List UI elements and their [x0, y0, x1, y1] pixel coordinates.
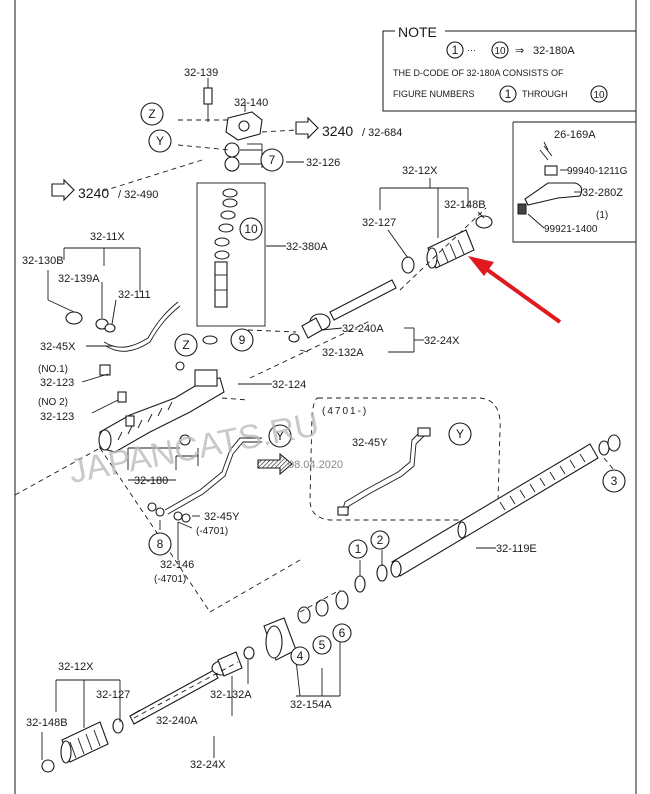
label-99921: 99921-1400 — [544, 224, 598, 235]
label-32-126: 32-126 — [306, 157, 340, 169]
label-32-45y-a: 32-45Y — [204, 511, 240, 523]
upper-tie-rod — [288, 215, 493, 343]
label-32-24x-bot: 32-24X — [190, 759, 226, 771]
label-32-180: 32-180 — [134, 475, 168, 487]
ref1-main: 3240 — [322, 123, 353, 139]
ref-arrow-left: 3240 / 32-490 — [51, 178, 158, 202]
note-line2-n1: 1 — [505, 87, 512, 101]
label-32-139: 32-139 — [184, 67, 218, 79]
leader-lines — [14, 78, 615, 760]
note-line2-pre: FIGURE NUMBERS — [393, 89, 475, 99]
callout-y2: Y — [276, 429, 284, 443]
label-4701-a: (-4701) — [196, 526, 228, 537]
cotter-pin-icon — [539, 145, 553, 161]
label-32-11x: 32-11X — [90, 231, 125, 243]
ref1-sub: / 32-684 — [362, 127, 402, 139]
note-line2-mid: THROUGH — [522, 89, 568, 99]
label-32-12x-bot: 32-12X — [58, 661, 94, 673]
label-32-148b-bot: 32-148B — [26, 717, 68, 729]
label-32-380a: 32-380A — [286, 241, 328, 253]
callout-10: 10 — [244, 222, 258, 236]
left-pipe-assembly — [65, 301, 181, 376]
label-32-148b-top: 32-148B — [444, 199, 486, 211]
label-32-123-a: 32-123 — [40, 377, 74, 389]
callout-6: 6 — [339, 626, 346, 640]
tie-rod-end-icon — [524, 182, 583, 206]
ref-arrow-top: 3240 / 32-684 — [295, 116, 402, 140]
label-32-124: 32-124 — [272, 379, 306, 391]
note-range-end: 10 — [494, 46, 506, 57]
label-32-132a-bot: 32-132A — [210, 689, 252, 701]
note-box: NOTE 1 ··· 10 ⇒ 32-180A THE D-CODE OF 32… — [382, 24, 637, 112]
lower-tie-rod — [41, 651, 243, 773]
watermark: JAPANCATS.RU — [66, 405, 322, 491]
date-stamp: 08.04.2020 — [288, 459, 343, 471]
callouts: Z Y 7 10 Z 9 Y 8 Y 3 1 2 4 5 6 — [140, 102, 626, 666]
label-26-169a: 26-169A — [554, 129, 596, 141]
label-32-127-top: 32-127 — [362, 217, 396, 229]
valve-assembly — [203, 87, 263, 172]
valve-kit-box — [196, 182, 266, 327]
label-32-146: 32-146 — [160, 559, 194, 571]
label-1-sup: (1) — [596, 210, 608, 221]
label-32-140: 32-140 — [234, 97, 268, 109]
callout-9: 9 — [239, 333, 246, 347]
callout-2: 2 — [377, 533, 384, 547]
date-arrow-icon — [257, 452, 293, 476]
gear-housing — [98, 361, 225, 466]
callout-1: 1 — [355, 542, 362, 556]
lower-seals — [243, 564, 388, 661]
label-no2: (NO 2) — [38, 397, 68, 408]
label-32-12x-top: 32-12X — [402, 165, 438, 177]
note-range-dots: ··· — [467, 45, 476, 55]
label-32-123-b: 32-123 — [40, 411, 74, 423]
label-32-154a: 32-154A — [290, 699, 332, 711]
hand-pointer-icon — [295, 116, 319, 140]
callout-3: 3 — [611, 474, 618, 488]
label-32-127-bot: 32-127 — [96, 689, 130, 701]
tie-rod-end-box — [512, 121, 636, 243]
label-4701-box: (4701-) — [322, 406, 368, 417]
nut-icon — [544, 165, 558, 176]
note-arrow: ⇒ — [515, 45, 524, 57]
note-range-start: 1 — [452, 43, 459, 57]
label-32-130b: 32-130B — [22, 255, 64, 267]
hand-pointer-icon-2 — [51, 178, 75, 202]
rack-bar — [390, 434, 621, 578]
label-32-111: 32-111 — [118, 289, 151, 301]
label-32-45x: 32-45X — [40, 341, 76, 353]
label-32-45y-b: 32-45Y — [352, 437, 388, 449]
label-32-139a: 32-139A — [58, 273, 100, 285]
label-32-240a-bot: 32-240A — [156, 715, 198, 727]
note-line2-n2: 10 — [593, 90, 605, 101]
label-32-240a-top: 32-240A — [342, 323, 384, 335]
label-32-24x-top: 32-24X — [424, 335, 460, 347]
callout-z1: Z — [148, 107, 155, 121]
callout-8: 8 — [157, 537, 164, 551]
part-labels: 32-139 32-140 32-126 32-380A 32-11X 32-1… — [22, 67, 628, 771]
label-32-132a-top: 32-132A — [322, 347, 364, 359]
label-99940: 99940-1211G — [567, 166, 628, 177]
pipe-45y-lower — [147, 437, 262, 523]
note-line1: THE D-CODE OF 32-180A CONSISTS OF — [393, 68, 564, 78]
label-4701-b: (-4701) — [154, 574, 186, 585]
callout-4: 4 — [297, 649, 304, 663]
ref2-sub: / 32-490 — [118, 189, 158, 201]
callout-7: 7 — [269, 153, 276, 167]
callout-y1: Y — [156, 134, 164, 148]
note-range-code: 32-180A — [533, 45, 575, 57]
callout-y3: Y — [456, 427, 464, 441]
label-32-280z: 32-280Z — [582, 187, 623, 199]
label-no1: (NO.1) — [38, 364, 68, 375]
boot-icon — [517, 203, 527, 215]
callout-5: 5 — [319, 638, 326, 652]
callout-z2: Z — [182, 338, 189, 352]
pipe-45y-box — [309, 397, 501, 521]
note-title: NOTE — [398, 24, 437, 40]
label-32-119e: 32-119E — [496, 543, 537, 555]
ref2-main: 3240 — [78, 185, 109, 201]
red-arrow-icon — [468, 256, 562, 324]
